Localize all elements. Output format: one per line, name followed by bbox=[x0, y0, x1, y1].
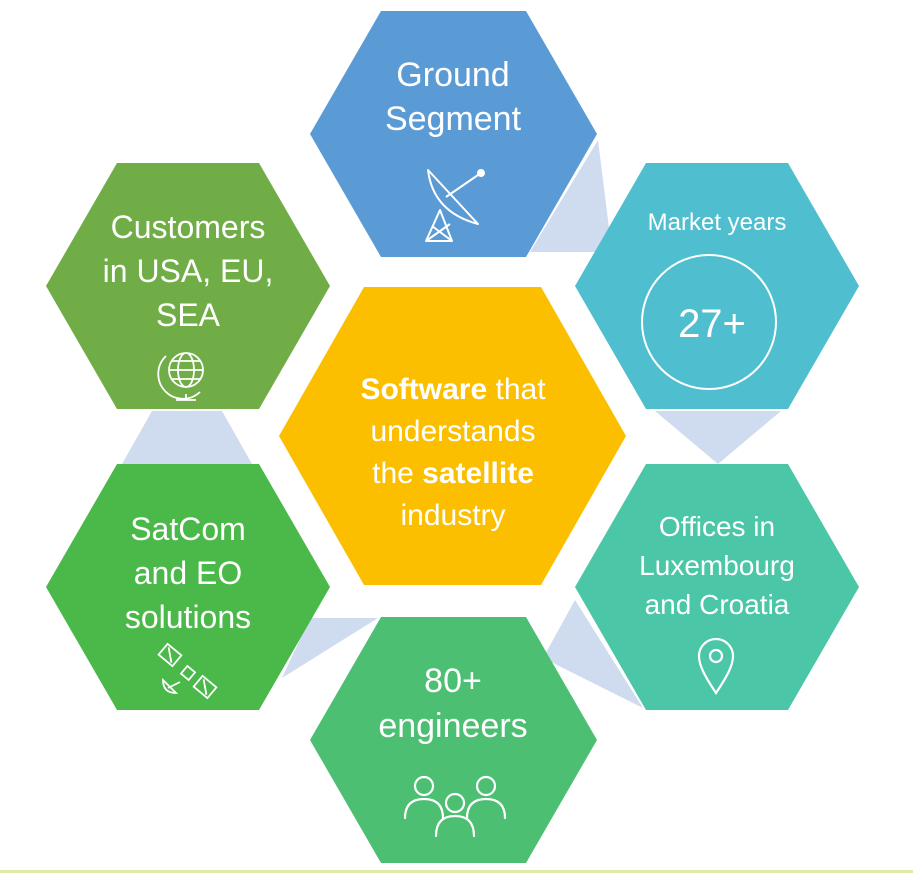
market-years-circle bbox=[641, 254, 777, 390]
connector-satcom-customers bbox=[122, 411, 252, 464]
connector-offices-engineers bbox=[543, 600, 643, 708]
satellite-icon bbox=[157, 642, 218, 700]
center-line2: understands bbox=[370, 415, 535, 448]
customers-line2: in USA, EU, bbox=[103, 253, 274, 289]
offices-line2: Luxembourg bbox=[639, 550, 795, 581]
hex-ground-segment-shape bbox=[310, 11, 597, 257]
hex-market-years-shape bbox=[575, 163, 859, 409]
connectors bbox=[122, 140, 781, 708]
hex-offices-shape bbox=[575, 464, 859, 710]
ground-segment-line1: Ground bbox=[396, 56, 509, 94]
hex-satcom-shape bbox=[46, 464, 330, 710]
center-line3-pre: the bbox=[372, 457, 422, 490]
satcom-line1: SatCom bbox=[130, 511, 246, 547]
hex-satcom: SatCom and EO solutions bbox=[46, 464, 330, 710]
engineers-line1: 80+ bbox=[424, 662, 482, 700]
satcom-line3: solutions bbox=[125, 599, 251, 635]
connector-engineers-satcom bbox=[282, 618, 378, 678]
connector-ground-market bbox=[530, 140, 612, 252]
hex-center-shape bbox=[279, 287, 626, 585]
hex-engineers: 80+ engineers bbox=[310, 617, 597, 863]
hex-customers-shape bbox=[46, 163, 330, 409]
market-years-value: 27+ bbox=[678, 302, 746, 346]
hex-center: Software that understands the satellite … bbox=[279, 287, 626, 585]
center-bold-satellite: satellite bbox=[422, 457, 534, 490]
hex-market-years: Market years 27+ bbox=[575, 163, 859, 409]
offices-line3: and Croatia bbox=[645, 589, 790, 620]
engineers-line2: engineers bbox=[378, 707, 527, 745]
map-pin-icon bbox=[697, 637, 735, 695]
center-line3: the satellite bbox=[372, 457, 534, 490]
market-years-label: Market years bbox=[648, 209, 787, 236]
center-line4: industry bbox=[400, 499, 505, 532]
offices-line1: Offices in bbox=[659, 511, 775, 542]
hex-ground-segment: Ground Segment bbox=[310, 11, 597, 257]
satellite-dish-icon bbox=[425, 169, 485, 242]
customers-line1: Customers bbox=[111, 209, 266, 245]
satcom-line2: and EO bbox=[134, 555, 243, 591]
people-group-icon bbox=[403, 775, 507, 838]
hex-customers: Customers in USA, EU, SEA bbox=[46, 163, 330, 409]
bottom-divider bbox=[0, 870, 913, 873]
center-line1: Software that bbox=[360, 373, 546, 406]
customers-line3: SEA bbox=[156, 297, 221, 333]
ground-segment-line2: Segment bbox=[385, 100, 522, 138]
hex-engineers-shape bbox=[310, 617, 597, 863]
hex-offices: Offices in Luxembourg and Croatia bbox=[575, 464, 859, 710]
center-bold-software: Software bbox=[360, 373, 487, 406]
globe-icon bbox=[157, 352, 204, 401]
center-line1-rest: that bbox=[487, 373, 546, 406]
connector-market-offices bbox=[655, 411, 781, 464]
